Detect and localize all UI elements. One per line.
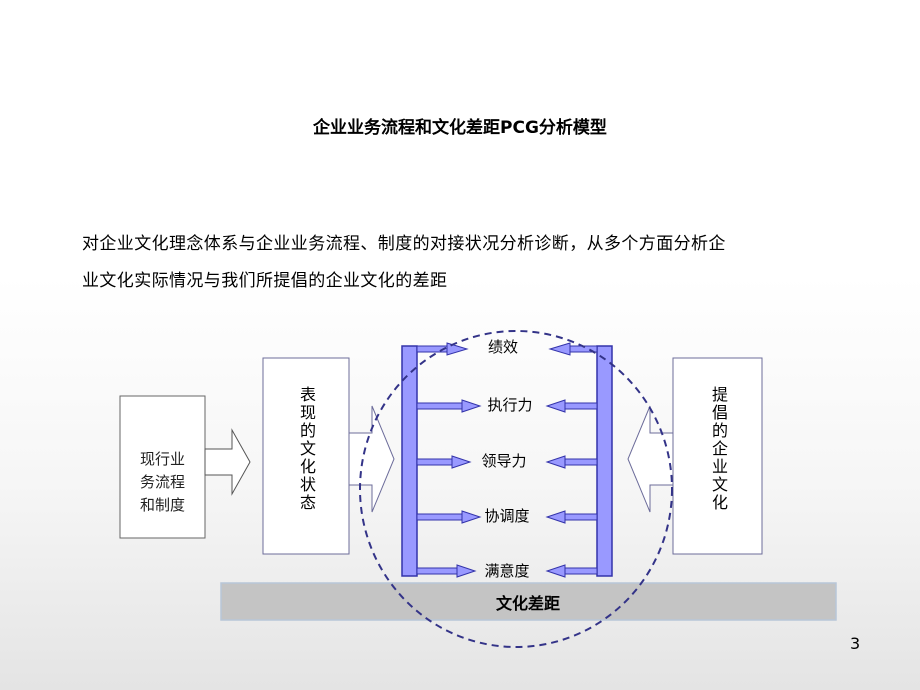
current-process-box [119, 395, 206, 539]
current-process-label: 现行业 务流程 和制度 [120, 448, 205, 517]
culture-state-box [262, 357, 350, 555]
culture-gap-label: 文化差距 [496, 594, 560, 613]
left-ladder [401, 342, 482, 578]
item-label-coordination: 协调度 [484, 507, 529, 525]
item-label-execution: 执行力 [487, 396, 532, 414]
culture-gap-bar [220, 582, 837, 621]
current-process-line-1: 现行业 [139, 450, 185, 468]
culture-state-label: 表现的文化状态 [297, 386, 316, 512]
arrow-state-to-ladder [348, 405, 395, 513]
current-process-line-2: 务流程 [139, 473, 185, 491]
gap-circle [359, 330, 673, 648]
advocated-culture-label: 提倡的企业文化 [709, 386, 728, 512]
page-number: 3 [850, 634, 861, 653]
item-label-leadership: 领导力 [481, 452, 526, 470]
current-process-line-3: 和制度 [139, 496, 185, 514]
description-line-2: 业文化实际情况与我们所提倡的企业文化的差距 [82, 271, 448, 291]
item-label-satisfaction: 满意度 [484, 562, 529, 580]
description: 对企业文化理念体系与企业业务流程、制度的对接状况分析诊断，从多个方面分析企 业文… [82, 226, 852, 300]
item-label-performance: 绩效 [488, 338, 518, 356]
arrow-current-to-state [204, 428, 251, 496]
right-ladder [545, 342, 613, 578]
description-line-1: 对企业文化理念体系与企业业务流程、制度的对接状况分析诊断，从多个方面分析企 [82, 234, 726, 254]
advocated-culture-box [672, 357, 763, 555]
arrow-advocated-to-ladder [627, 405, 674, 513]
page-title: 企业业务流程和文化差距PCG分析模型 [313, 118, 607, 138]
